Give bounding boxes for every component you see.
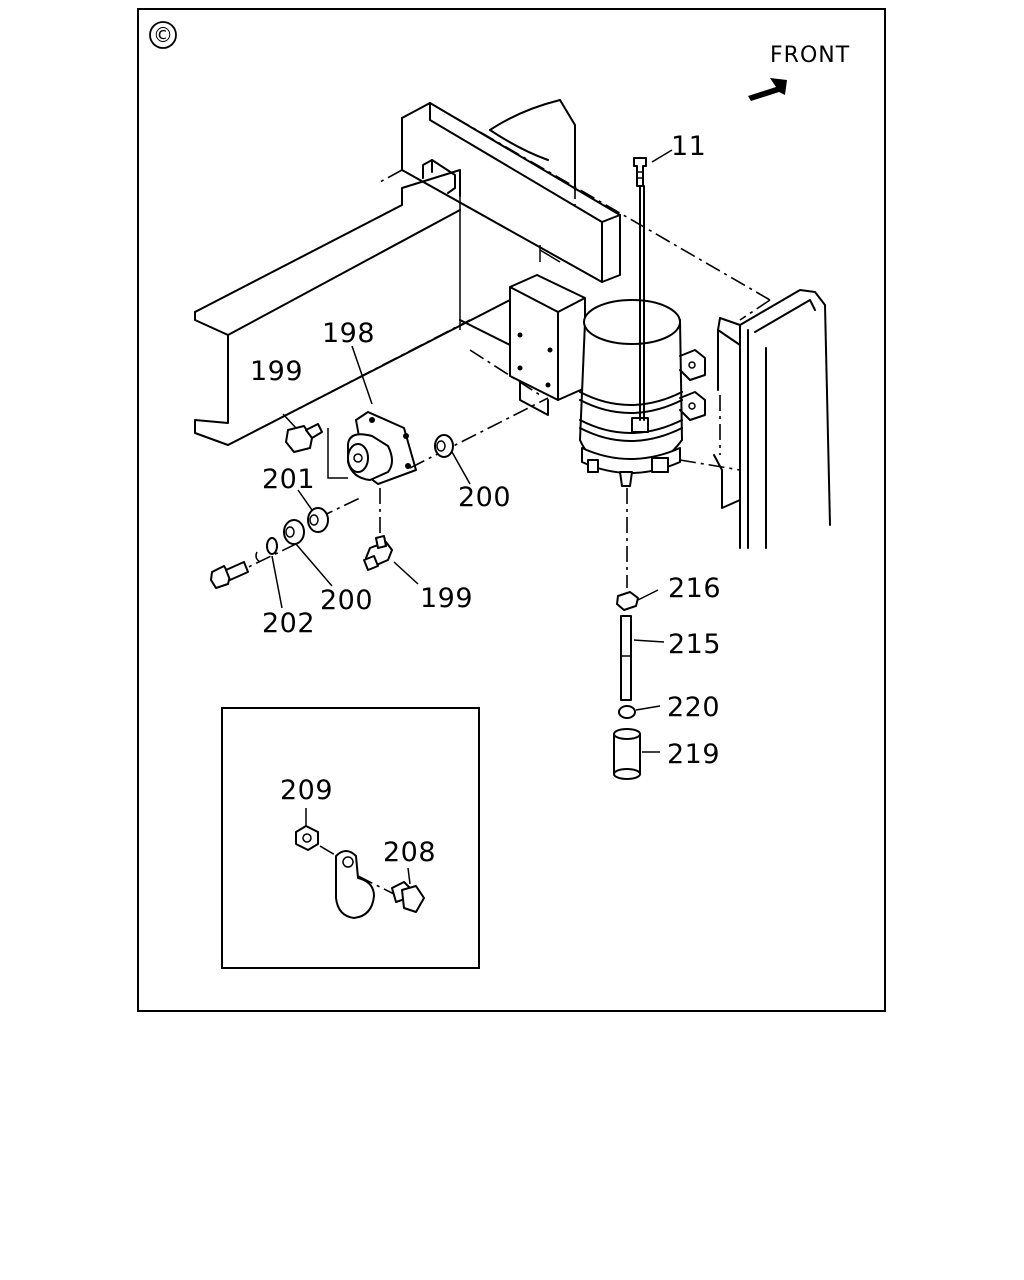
callout-220: 220 <box>667 692 720 723</box>
callout-216: 216 <box>668 573 721 604</box>
part-200-lower-bushing <box>283 519 333 587</box>
front-arrow-icon <box>748 78 787 101</box>
part-202-washer <box>255 537 283 609</box>
mounting-block <box>509 274 586 401</box>
callout-11: 11 <box>671 131 706 162</box>
callout-199-lower: 199 <box>420 583 473 614</box>
part-200-upper-bushing <box>434 434 471 485</box>
callout-209: 209 <box>280 775 333 806</box>
air-drier <box>579 299 706 487</box>
diagram-frame <box>137 8 886 1012</box>
bolt <box>210 561 249 589</box>
front-indicator: FRONT <box>748 43 850 101</box>
inset-detail <box>221 707 480 969</box>
callout-202: 202 <box>262 608 315 639</box>
corner-mark-text: © <box>153 23 173 47</box>
callout-200-lower: 200 <box>320 585 373 616</box>
part-199-upper-fitting <box>282 413 348 479</box>
front-label: FRONT <box>770 43 850 68</box>
callout-201: 201 <box>262 464 315 495</box>
callout-208: 208 <box>383 837 436 868</box>
assembly-line-valve-b <box>409 397 549 469</box>
corner-mark: © <box>149 21 177 49</box>
chassis-frame <box>194 99 831 549</box>
callout-200-upper: 200 <box>458 482 511 513</box>
part-11-fitting <box>633 149 673 421</box>
callout-198: 198 <box>322 318 375 349</box>
callout-219: 219 <box>667 739 720 770</box>
callout-215: 215 <box>668 629 721 660</box>
callout-199-upper: 199 <box>250 356 303 387</box>
part-198-valve <box>347 345 417 485</box>
callout-labels: 11 198 199 201 200 200 202 199 216 215 2… <box>250 131 721 868</box>
inset-frame <box>221 707 480 969</box>
drain-assembly <box>613 488 665 780</box>
part-201-collar <box>297 489 329 533</box>
part-199-lower-fitting <box>363 488 419 585</box>
